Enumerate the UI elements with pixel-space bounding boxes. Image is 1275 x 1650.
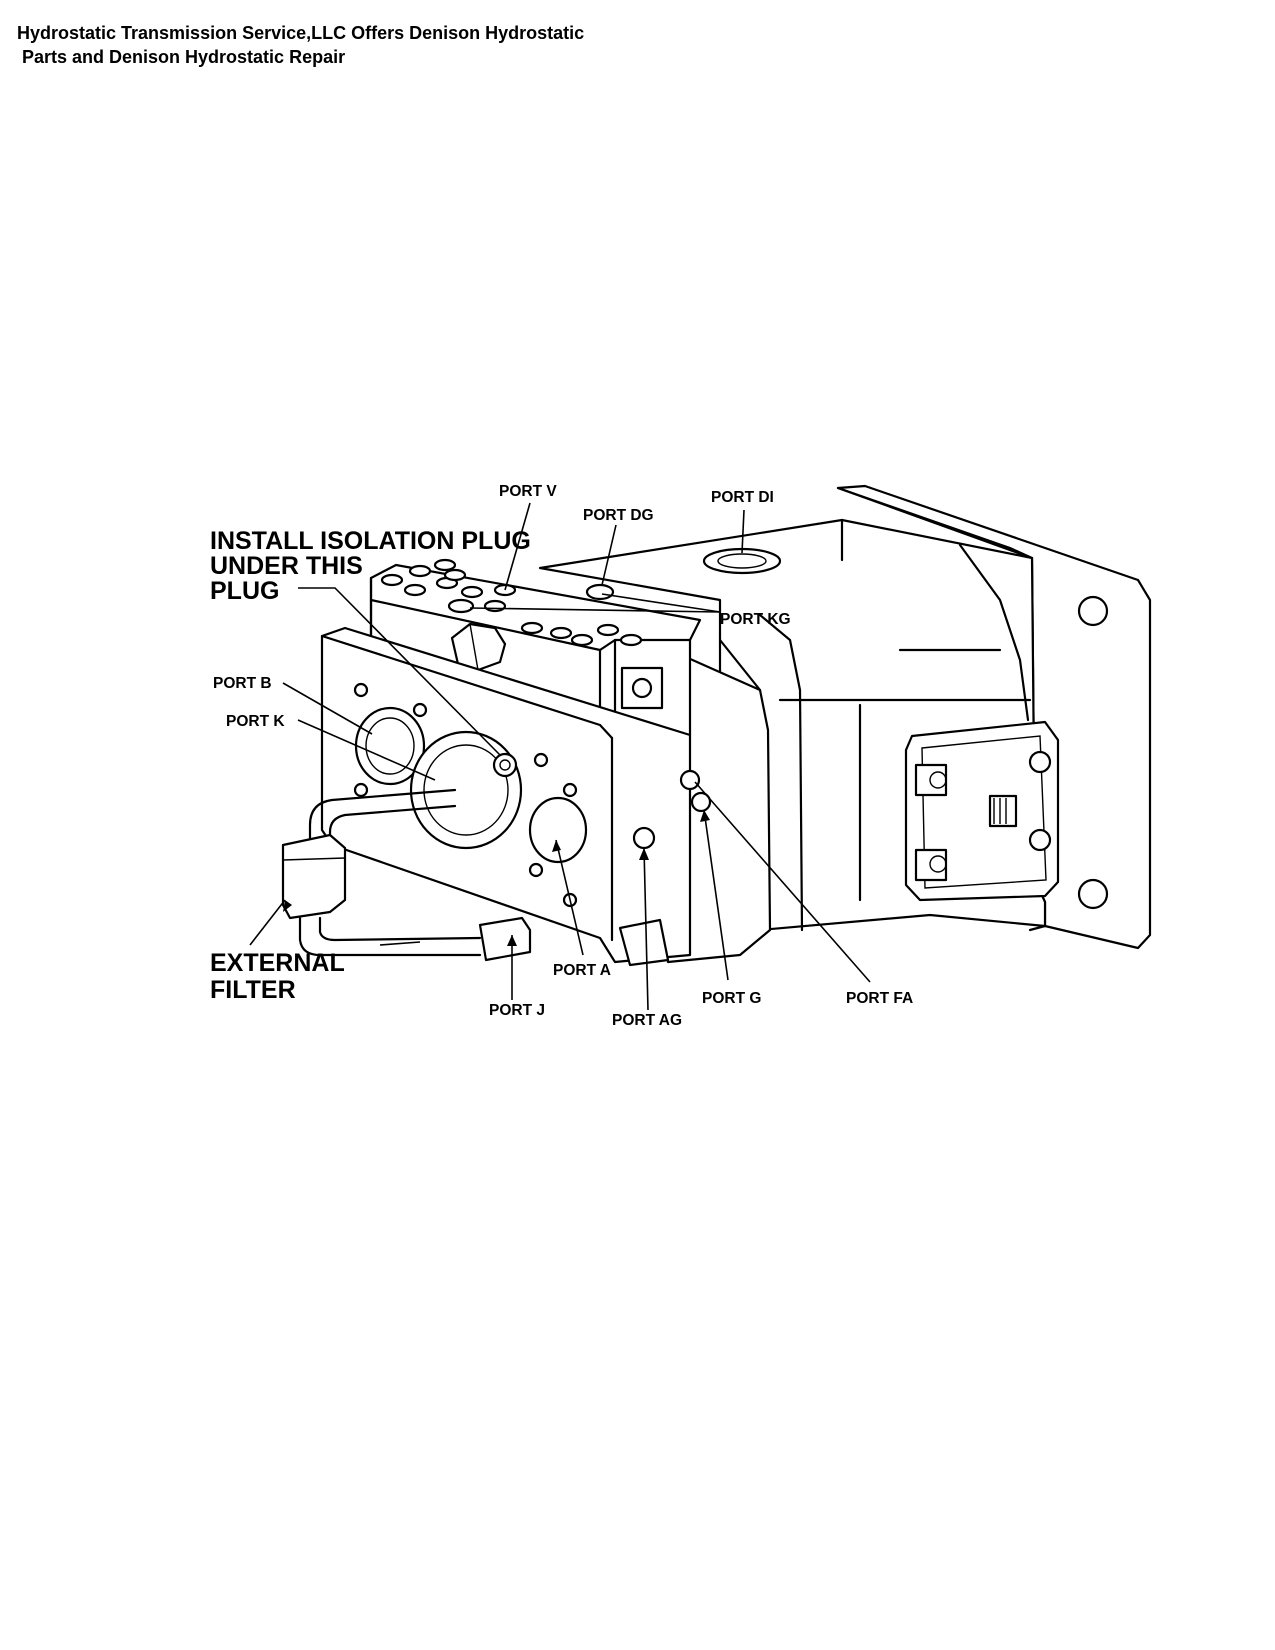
leader-external-filter (249, 899, 286, 946)
isolation-plug (492, 752, 518, 778)
external-filter (281, 833, 347, 920)
label-external-line-2: FILTER (210, 976, 296, 1004)
label-install-line-2: UNDER THIS (210, 552, 363, 580)
leader-port-g (703, 809, 729, 981)
label-install-line-3: PLUG (210, 577, 279, 605)
label-port-j: PORT J (489, 1002, 545, 1019)
port-a-opening (528, 796, 588, 864)
port-ag-fitting (632, 826, 656, 850)
front-end-block (320, 626, 712, 967)
leader-port-v (504, 502, 531, 591)
port-dg-fitting (585, 583, 615, 601)
leader-port-dg (601, 524, 617, 586)
port-g-fitting-upper (679, 769, 701, 791)
leader-port-fa (694, 781, 871, 983)
top-block-bolts (380, 558, 643, 647)
page-header: Hydrostatic Transmission Service,LLC Off… (17, 21, 777, 69)
label-port-ag: PORT AG (612, 1012, 682, 1029)
header-line-2: Parts and Denison Hydrostatic Repair (17, 47, 346, 67)
port-fa-fitting (690, 791, 712, 813)
cover-bolt-lower (914, 848, 948, 882)
leader-port-kg-a (601, 593, 721, 613)
external-filter-assembly (281, 788, 532, 962)
flange-bolt-hole-upper (1077, 595, 1109, 627)
label-port-dg: PORT DG (583, 507, 654, 524)
label-port-fa: PORT FA (846, 990, 913, 1007)
leader-port-k (297, 719, 436, 781)
leader-port-b (282, 682, 373, 735)
label-port-g: PORT G (702, 990, 761, 1007)
label-port-k: PORT K (226, 713, 285, 730)
port-labels: PORT V PORT DG PORT DI PORT KG INSTALL I… (210, 483, 913, 1029)
label-port-a: PORT A (553, 962, 611, 979)
leader-port-a (555, 839, 584, 956)
label-port-kg: PORT KG (720, 611, 791, 628)
label-install-line-1: INSTALL ISOLATION PLUG (210, 527, 531, 555)
label-port-di: PORT DI (711, 489, 774, 506)
leader-port-di (741, 509, 745, 554)
port-k-boss (409, 730, 523, 850)
cover-bolt-upper (914, 763, 948, 797)
port-j-fitting (478, 916, 532, 962)
flange-bolt-hole-lower (1077, 878, 1109, 910)
side-cover-plate (904, 720, 1060, 902)
header-line-1: Hydrostatic Transmission Service,LLC Off… (17, 23, 585, 43)
label-external-line-1: EXTERNAL (210, 949, 345, 977)
leader-port-ag (643, 847, 649, 1011)
leader-lines (249, 502, 871, 1011)
leader-isolation-plug (298, 587, 501, 756)
leader-port-kg-b (469, 607, 721, 613)
label-port-v: PORT V (499, 483, 557, 500)
label-port-b: PORT B (213, 675, 272, 692)
